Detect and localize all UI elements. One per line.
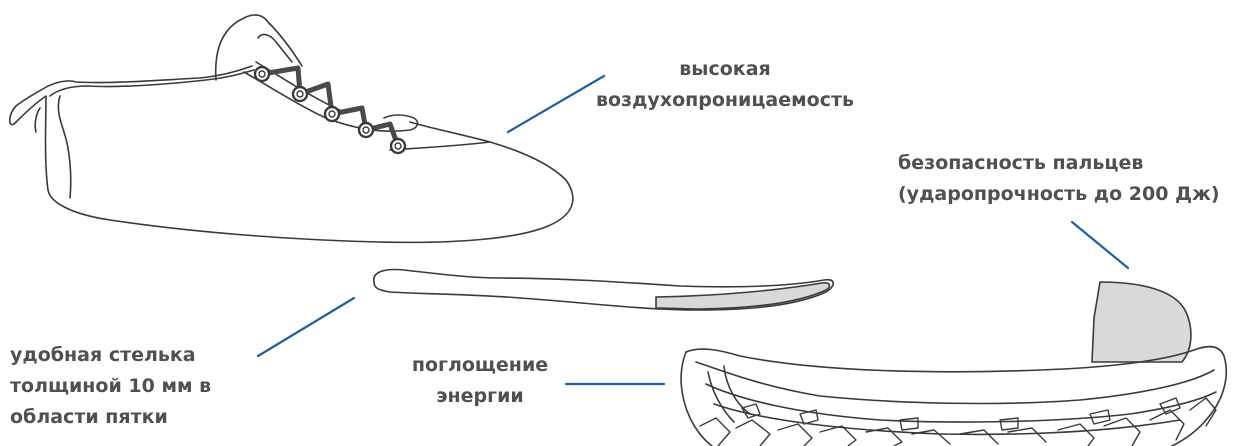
insole-label-line-3: области пятки (10, 402, 211, 433)
insole-leader-line (258, 298, 354, 356)
toe-cap (1092, 282, 1191, 362)
energy-absorption-label: поглощение энергии (392, 350, 568, 412)
energy-absorption-label-line-1: поглощение (392, 350, 568, 381)
outsole (681, 347, 1226, 446)
toe-safety-leader-line (1072, 222, 1128, 268)
breathability-label-line-1: высокая (580, 54, 870, 85)
insole-label-line-2: толщиной 10 мм в (10, 371, 211, 402)
breathability-label-line-2: воздухопроницаемость (580, 85, 870, 116)
insole (374, 270, 833, 311)
shoe-upper (10, 15, 573, 242)
toe-safety-label-line-2: (ударопрочность до 200 Дж) (898, 179, 1220, 210)
insole-label-line-1: удобная стелька (10, 340, 211, 371)
energy-absorption-label-line-2: энергии (392, 381, 568, 412)
toe-safety-label-line-1: безопасность пальцев (898, 148, 1220, 179)
toe-safety-label: безопасность пальцев (ударопрочность до … (898, 148, 1220, 210)
insole-label: удобная стелька толщиной 10 мм в области… (10, 340, 211, 433)
breathability-label: высокая воздухопроницаемость (580, 54, 870, 116)
